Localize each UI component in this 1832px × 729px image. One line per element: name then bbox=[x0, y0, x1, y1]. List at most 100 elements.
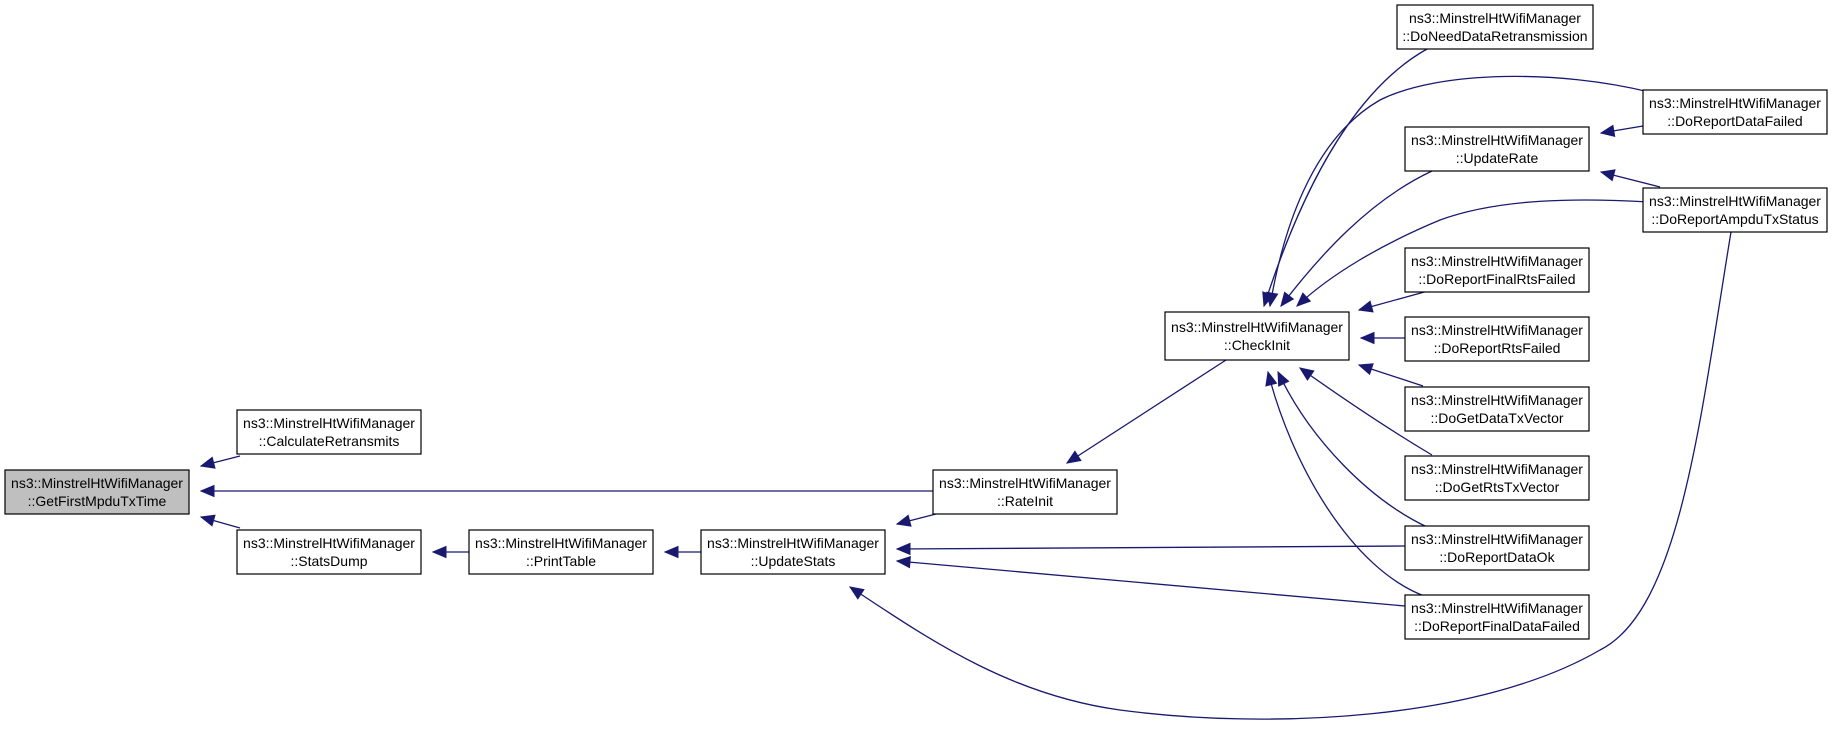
edge-print-stats bbox=[431, 545, 469, 559]
node-label-method: ::DoReportFinalDataFailed bbox=[1414, 618, 1580, 634]
node-label-class: ns3::MinstrelHtWifiManager bbox=[1411, 461, 1583, 477]
node-label-class: ns3::MinstrelHtWifiManager bbox=[1649, 95, 1821, 111]
edge-drdf-urate bbox=[1599, 124, 1644, 137]
node-box bbox=[1164, 311, 1350, 361]
edge-dfdf-upd bbox=[895, 555, 1406, 607]
node-label-class: ns3::MinstrelHtWifiManager bbox=[939, 475, 1111, 491]
node-label-method: ::DoNeedDataRetransmission bbox=[1402, 28, 1587, 44]
edge-line bbox=[1066, 359, 1227, 464]
edges-layer bbox=[199, 48, 1732, 720]
node-label-class: ns3::MinstrelHtWifiManager bbox=[11, 475, 183, 491]
node-dfdf[interactable]: ns3::MinstrelHtWifiManager::DoReportFina… bbox=[1404, 594, 1590, 640]
node-cinit[interactable]: ns3::MinstrelHtWifiManager::CheckInit bbox=[1164, 311, 1350, 361]
node-print[interactable]: ns3::MinstrelHtWifiManager::PrintTable bbox=[468, 529, 654, 575]
node-urate[interactable]: ns3::MinstrelHtWifiManager::UpdateRate bbox=[1404, 126, 1590, 172]
arrowhead bbox=[895, 542, 911, 556]
node-label-class: ns3::MinstrelHtWifiManager bbox=[1409, 10, 1581, 26]
node-label-method: ::UpdateRate bbox=[1456, 150, 1539, 166]
node-dfrf[interactable]: ns3::MinstrelHtWifiManager::DoReportFina… bbox=[1404, 247, 1590, 293]
node-dats[interactable]: ns3::MinstrelHtWifiManager::DoReportAmpd… bbox=[1642, 187, 1828, 233]
edge-dndr-cinit bbox=[1262, 48, 1428, 308]
node-box bbox=[1404, 525, 1590, 571]
arrowhead bbox=[1298, 367, 1315, 381]
node-calc[interactable]: ns3::MinstrelHtWifiManager::CalculateRet… bbox=[236, 409, 422, 455]
node-gfmt[interactable]: ns3::MinstrelHtWifiManager::GetFirstMpdu… bbox=[4, 469, 190, 515]
node-box bbox=[932, 469, 1118, 515]
edge-line bbox=[1263, 48, 1428, 307]
node-box bbox=[1642, 89, 1828, 135]
node-box bbox=[1396, 4, 1594, 50]
node-label-class: ns3::MinstrelHtWifiManager bbox=[243, 535, 415, 551]
arrowhead bbox=[1266, 291, 1279, 308]
arrowhead bbox=[199, 484, 215, 498]
node-box bbox=[1404, 247, 1590, 293]
edge-drdok-upd bbox=[895, 542, 1406, 556]
arrowhead bbox=[848, 586, 865, 600]
node-drdok[interactable]: ns3::MinstrelHtWifiManager::DoReportData… bbox=[1404, 525, 1590, 571]
arrowhead bbox=[1265, 370, 1278, 387]
edge-stats-gfmt bbox=[199, 514, 241, 529]
node-label-method: ::PrintTable bbox=[526, 553, 596, 569]
node-label-method: ::DoReportAmpduTxStatus bbox=[1651, 211, 1818, 227]
node-label-method: ::CheckInit bbox=[1224, 337, 1290, 353]
node-label-class: ns3::MinstrelHtWifiManager bbox=[1649, 193, 1821, 209]
node-box bbox=[236, 529, 422, 575]
node-label-class: ns3::MinstrelHtWifiManager bbox=[1411, 322, 1583, 338]
arrowhead bbox=[895, 514, 912, 527]
arrowhead bbox=[431, 545, 447, 559]
edge-line bbox=[849, 231, 1732, 720]
node-dgdtv[interactable]: ns3::MinstrelHtWifiManager::DoGetDataTxV… bbox=[1404, 386, 1590, 432]
edge-upd-print bbox=[663, 545, 701, 559]
node-label-method: ::DoReportFinalRtsFailed bbox=[1418, 271, 1575, 287]
node-dgrtv[interactable]: ns3::MinstrelHtWifiManager::DoGetRtsTxVe… bbox=[1404, 455, 1590, 501]
node-label-class: ns3::MinstrelHtWifiManager bbox=[243, 415, 415, 431]
edge-line bbox=[1277, 371, 1428, 528]
arrowhead bbox=[199, 514, 216, 527]
edge-dats-upd bbox=[848, 231, 1732, 720]
edge-dfdf-cinit bbox=[1265, 370, 1428, 598]
node-label-method: ::RateInit bbox=[997, 493, 1053, 509]
node-box bbox=[1404, 455, 1590, 501]
edge-line bbox=[1299, 367, 1433, 456]
edge-drdf-cinit bbox=[1266, 75, 1650, 308]
edge-dgrtv-cinit bbox=[1298, 367, 1433, 456]
node-drdf[interactable]: ns3::MinstrelHtWifiManager::DoReportData… bbox=[1642, 89, 1828, 135]
node-label-method: ::DoReportDataFailed bbox=[1667, 113, 1802, 129]
node-label-method: ::DoReportDataOk bbox=[1439, 549, 1555, 565]
node-drf[interactable]: ns3::MinstrelHtWifiManager::DoReportRtsF… bbox=[1404, 316, 1590, 362]
edge-drdok-cinit bbox=[1277, 370, 1428, 528]
node-label-method: ::DoReportRtsFailed bbox=[1434, 340, 1561, 356]
arrowhead bbox=[895, 555, 911, 569]
arrowhead bbox=[1599, 169, 1616, 182]
node-label-method: ::GetFirstMpduTxTime bbox=[28, 493, 167, 509]
node-label-class: ns3::MinstrelHtWifiManager bbox=[1411, 531, 1583, 547]
node-label-method: ::CalculateRetransmits bbox=[259, 433, 400, 449]
node-label-class: ns3::MinstrelHtWifiManager bbox=[1411, 132, 1583, 148]
node-upd[interactable]: ns3::MinstrelHtWifiManager::UpdateStats bbox=[700, 529, 886, 575]
node-box bbox=[1404, 386, 1590, 432]
edge-line bbox=[1267, 371, 1428, 598]
arrowhead bbox=[1277, 370, 1290, 387]
edge-urate-cinit bbox=[1280, 170, 1433, 308]
node-box bbox=[1404, 126, 1590, 172]
node-rinit[interactable]: ns3::MinstrelHtWifiManager::RateInit bbox=[932, 469, 1118, 515]
edge-line bbox=[896, 560, 1406, 607]
edge-dats-urate bbox=[1599, 169, 1661, 188]
node-label-class: ns3::MinstrelHtWifiManager bbox=[1411, 392, 1583, 408]
node-label-method: ::UpdateStats bbox=[751, 553, 836, 569]
arrowhead bbox=[1296, 292, 1312, 307]
arrowhead bbox=[663, 545, 679, 559]
arrowhead bbox=[1065, 450, 1082, 464]
edge-cinit-rinit bbox=[1065, 359, 1227, 464]
node-box bbox=[468, 529, 654, 575]
edge-line bbox=[1280, 170, 1433, 307]
edge-line bbox=[1296, 199, 1650, 307]
node-dndr[interactable]: ns3::MinstrelHtWifiManager::DoNeedDataRe… bbox=[1396, 4, 1594, 50]
edge-dfrf-cinit bbox=[1357, 290, 1429, 313]
node-stats[interactable]: ns3::MinstrelHtWifiManager::StatsDump bbox=[236, 529, 422, 575]
node-label-method: ::DoGetRtsTxVector bbox=[1435, 479, 1560, 495]
edge-dgdtv-cinit bbox=[1357, 363, 1424, 387]
node-box bbox=[1642, 187, 1828, 233]
node-box bbox=[4, 469, 190, 515]
